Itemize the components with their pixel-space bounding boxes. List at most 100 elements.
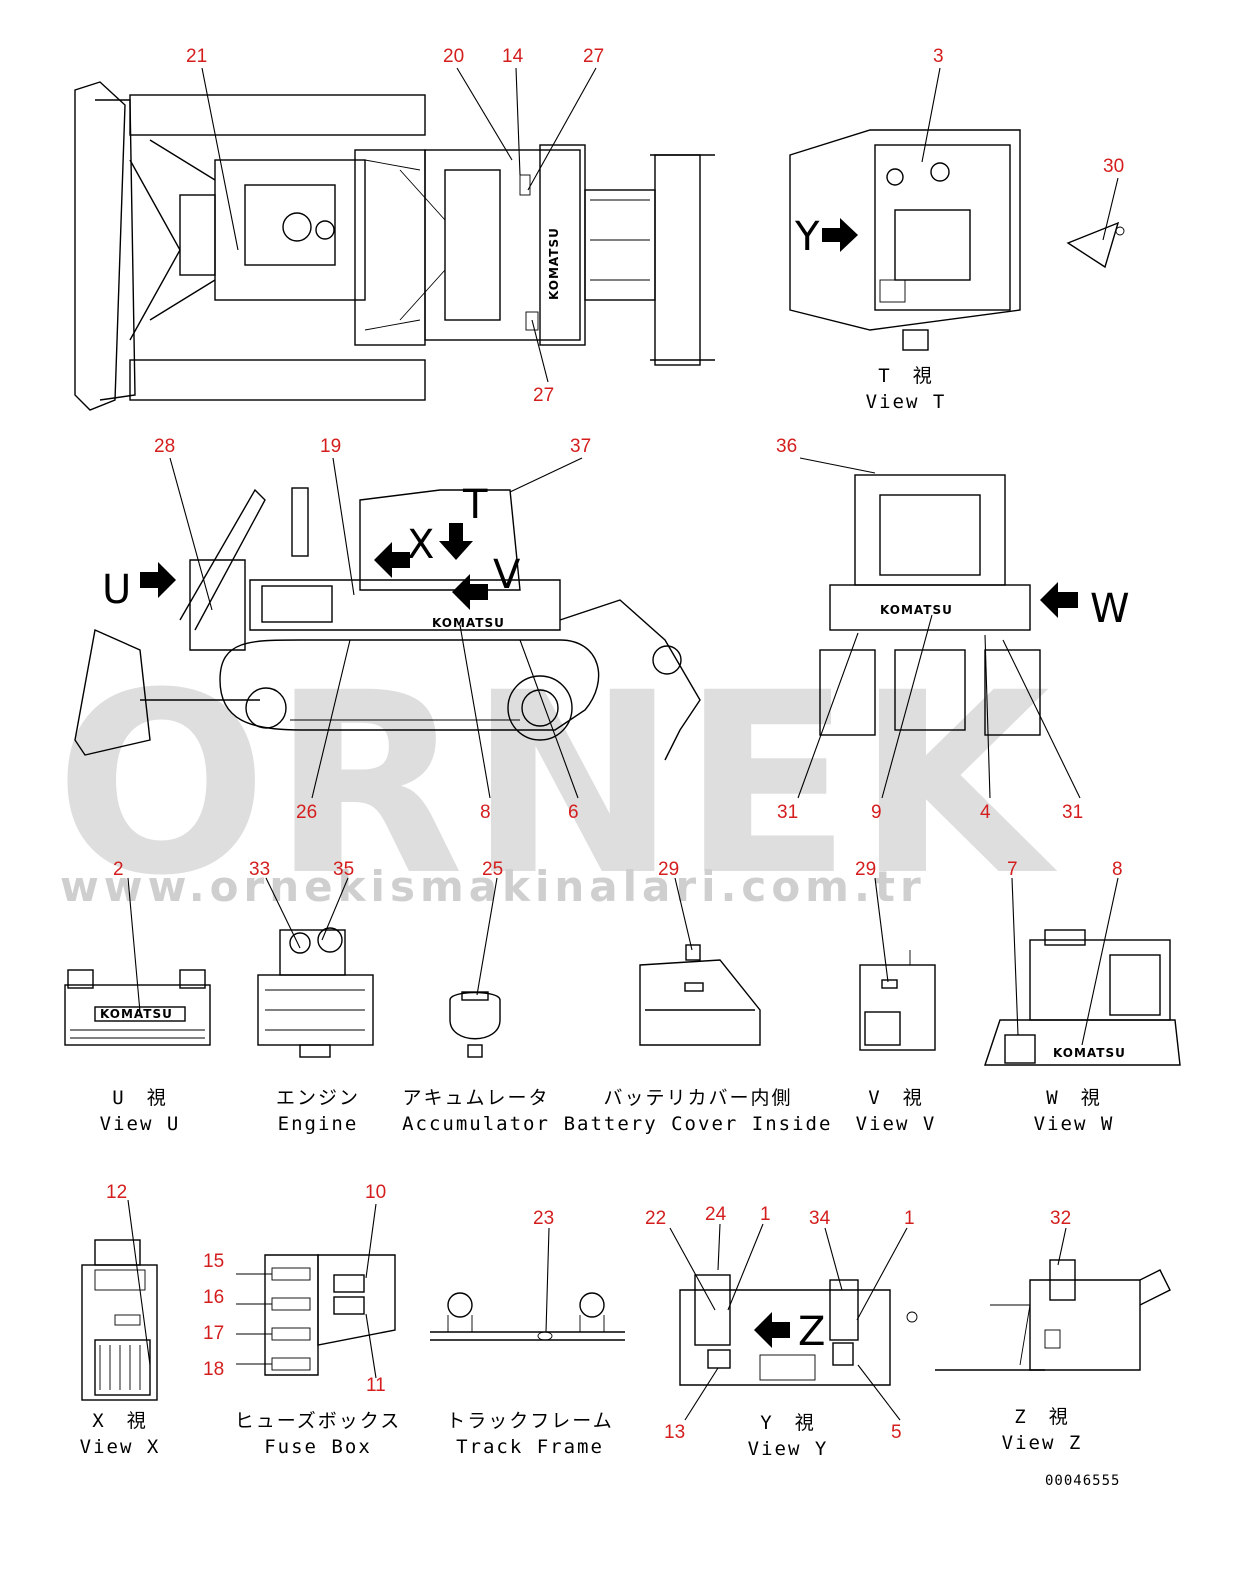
view-letter-z: Z bbox=[798, 1309, 825, 1355]
caption-view-v-en: View V bbox=[855, 1113, 937, 1135]
callout-28: 28 bbox=[154, 436, 176, 457]
caption-view-u: U 視 View U bbox=[100, 1085, 181, 1137]
callout-6: 6 bbox=[568, 802, 579, 823]
battery-cover-drawing bbox=[639, 944, 761, 1046]
side-view-drawing: U T X V KOMATSU bbox=[74, 482, 701, 761]
callout-37: 37 bbox=[570, 436, 592, 457]
callout-11: 11 bbox=[366, 1375, 386, 1396]
caption-accumulator-jp: アキュムレータ bbox=[402, 1087, 550, 1109]
callout-7: 7 bbox=[1007, 859, 1018, 880]
view-letter-v: V bbox=[493, 552, 521, 598]
caption-track-frame-en: Track Frame bbox=[456, 1436, 604, 1458]
caption-view-z: Z 視 View Z bbox=[1002, 1404, 1083, 1456]
callout-33: 33 bbox=[249, 859, 271, 880]
caption-view-v: V 視 View V bbox=[856, 1085, 937, 1137]
callout-10: 10 bbox=[365, 1182, 387, 1203]
caption-track-frame-jp: トラックフレーム bbox=[446, 1410, 614, 1432]
view-w-drawing: KOMATSU bbox=[984, 929, 1181, 1066]
logo-view-u: KOMATSU bbox=[100, 1007, 173, 1021]
caption-view-u-en: View U bbox=[99, 1113, 181, 1135]
caption-fuse-box: ヒューズボックス Fuse Box bbox=[235, 1408, 401, 1460]
view-z-drawing bbox=[935, 1259, 1171, 1371]
callout-22: 22 bbox=[645, 1208, 667, 1229]
logo-side: KOMATSU bbox=[432, 616, 505, 630]
callout-1-right: 1 bbox=[904, 1208, 915, 1229]
callout-4: 4 bbox=[980, 802, 991, 823]
caption-view-u-jp: U 視 bbox=[112, 1087, 168, 1109]
track-frame-drawing bbox=[430, 1292, 625, 1341]
caption-engine-en: Engine bbox=[277, 1113, 359, 1135]
callout-31-left: 31 bbox=[777, 802, 799, 823]
caption-battery-cover: バッテリカバー内側 Battery Cover Inside bbox=[564, 1085, 833, 1137]
callout-29-battery: 29 bbox=[658, 859, 680, 880]
caption-view-w-en: View W bbox=[1033, 1113, 1115, 1135]
engine-drawing bbox=[257, 927, 374, 1058]
view-letter-w: W bbox=[1090, 586, 1130, 632]
logo-view-w: KOMATSU bbox=[1053, 1046, 1126, 1060]
callout-3: 3 bbox=[933, 46, 944, 67]
callout-26: 26 bbox=[296, 802, 318, 823]
caption-engine: エンジン Engine bbox=[276, 1085, 360, 1137]
callout-32: 32 bbox=[1050, 1208, 1072, 1229]
fuse-box-drawing bbox=[264, 1254, 396, 1376]
view-letter-y-plan: Y bbox=[794, 214, 820, 260]
caption-view-w: W 視 View W bbox=[1034, 1085, 1115, 1137]
callout-35: 35 bbox=[333, 859, 355, 880]
caption-view-y: Y 視 View Y bbox=[748, 1410, 829, 1462]
caption-view-w-jp: W 視 bbox=[1046, 1087, 1102, 1109]
caption-view-z-en: View Z bbox=[1001, 1432, 1083, 1454]
callout-19: 19 bbox=[320, 436, 342, 457]
callout-30: 30 bbox=[1103, 156, 1125, 177]
callout-9: 9 bbox=[871, 802, 882, 823]
caption-track-frame: トラックフレーム Track Frame bbox=[446, 1408, 613, 1460]
callout-36: 36 bbox=[776, 436, 798, 457]
view-x-drawing bbox=[81, 1239, 158, 1401]
leader-lines bbox=[127, 67, 1119, 1421]
callout-5: 5 bbox=[891, 1422, 902, 1443]
callout-17: 17 bbox=[203, 1323, 225, 1344]
callout-24: 24 bbox=[705, 1204, 727, 1225]
callout-2: 2 bbox=[113, 859, 124, 880]
view-letter-t: T bbox=[462, 482, 488, 528]
caption-view-t-jp: T 視 bbox=[878, 365, 934, 387]
callout-20: 20 bbox=[443, 46, 465, 67]
view-letter-x: X bbox=[407, 522, 434, 568]
callout-8-side: 8 bbox=[480, 802, 491, 823]
callout-31-right: 31 bbox=[1062, 802, 1084, 823]
callout-25: 25 bbox=[482, 859, 504, 880]
caption-fuse-box-en: Fuse Box bbox=[264, 1436, 372, 1458]
caption-battery-jp: バッテリカバー内側 bbox=[603, 1087, 793, 1109]
caption-battery-en: Battery Cover Inside bbox=[563, 1113, 833, 1135]
callout-18: 18 bbox=[203, 1359, 225, 1380]
view-y-drawing: Z bbox=[679, 1274, 918, 1386]
caption-view-x-en: View X bbox=[79, 1436, 161, 1458]
rear-view-drawing: KOMATSU W bbox=[819, 474, 1130, 736]
callout-16: 16 bbox=[203, 1287, 225, 1308]
caption-engine-jp: エンジン bbox=[275, 1087, 361, 1109]
logo-rear: KOMATSU bbox=[880, 603, 953, 617]
callout-34: 34 bbox=[809, 1208, 831, 1229]
view-letter-u: U bbox=[102, 567, 131, 613]
caption-view-t-en: View T bbox=[865, 391, 947, 413]
caption-fuse-box-jp: ヒューズボックス bbox=[234, 1410, 402, 1432]
callout-8-view-w: 8 bbox=[1112, 859, 1123, 880]
caption-view-y-en: View Y bbox=[747, 1438, 829, 1460]
callout-27-top: 27 bbox=[583, 46, 605, 67]
logo-plan: KOMATSU bbox=[547, 227, 561, 300]
callout-29-view-v: 29 bbox=[855, 859, 877, 880]
drawing-code: 00046555 bbox=[1045, 1473, 1121, 1489]
view-t-drawing: Y bbox=[789, 129, 1021, 351]
callout-14: 14 bbox=[502, 46, 524, 67]
callout-12: 12 bbox=[106, 1182, 128, 1203]
callout-21: 21 bbox=[186, 46, 208, 67]
view-v-drawing bbox=[859, 950, 936, 1051]
callout-13: 13 bbox=[664, 1422, 686, 1443]
callout-27-bottom: 27 bbox=[533, 385, 555, 406]
plan-view-drawing: KOMATSU bbox=[74, 81, 715, 411]
caption-view-x-jp: X 視 bbox=[92, 1410, 148, 1432]
caption-accumulator: アキュムレータ Accumulator bbox=[402, 1085, 550, 1137]
callout-23: 23 bbox=[533, 1208, 555, 1229]
caption-view-y-jp: Y 視 bbox=[760, 1412, 816, 1434]
